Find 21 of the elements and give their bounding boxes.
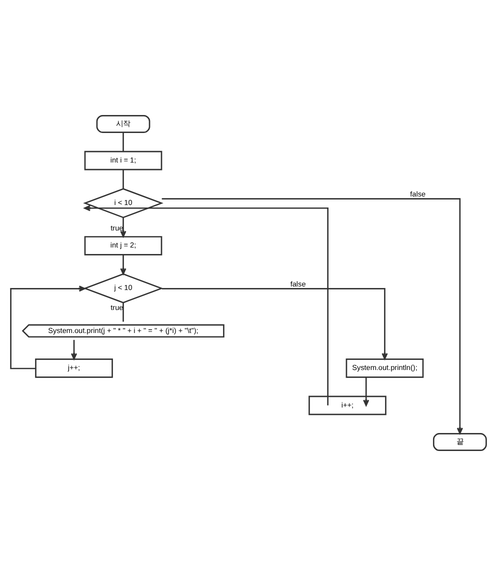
node-box: i++; <box>308 395 386 415</box>
edge-label: false <box>410 189 426 198</box>
arrow <box>162 198 463 434</box>
node-box: 시작 <box>96 114 150 132</box>
arrow <box>162 287 388 360</box>
connector <box>122 132 124 151</box>
node-box: j++; <box>35 358 113 378</box>
node-box: 끝 <box>432 432 487 450</box>
connector <box>122 169 124 188</box>
connector <box>122 302 124 322</box>
node-diamond: j < 10 <box>83 272 164 303</box>
arrow <box>120 254 126 274</box>
arrow <box>10 285 86 369</box>
node-box: int i = 1; <box>84 150 162 170</box>
arrow <box>120 217 126 237</box>
arrow <box>70 339 78 360</box>
node-box: int j = 2; <box>84 236 162 255</box>
arrow <box>363 376 370 406</box>
arrow <box>84 204 329 405</box>
edge-label: false <box>290 279 306 288</box>
node-box: System.out.println(); <box>346 358 424 378</box>
